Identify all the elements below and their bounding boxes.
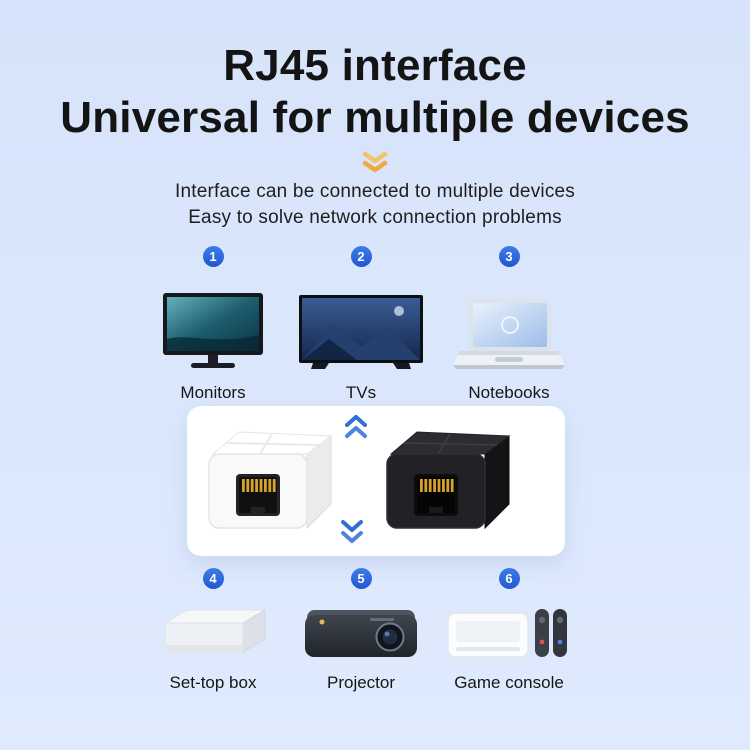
device-label-game-console: Game console	[454, 673, 564, 692]
white-rj45-coupler-illustration	[203, 424, 335, 541]
page-title: RJ45 interface	[223, 41, 527, 90]
monitor-illustration	[158, 275, 268, 373]
device-label-tvs: TVs	[345, 383, 377, 402]
device-label-monitors: Monitors	[180, 383, 246, 402]
number-badge-6: 6	[498, 568, 520, 589]
description-line-2: Easy to solve network connection problem…	[188, 207, 562, 228]
projector-illustration	[302, 597, 420, 663]
device-tvs: 2 TVs	[287, 246, 435, 403]
double-chevron-down-icon	[339, 517, 365, 550]
number-badge-3: 3	[498, 246, 520, 267]
number-badge-4: 4	[202, 568, 224, 589]
device-label-set-top-box: Set-top box	[169, 673, 257, 692]
device-notebooks: 3 Notebooks	[435, 246, 583, 403]
device-label-notebooks: Notebooks	[468, 383, 550, 402]
device-game-console: 6 Game console	[435, 568, 583, 693]
number-badge-5: 5	[350, 568, 372, 589]
number-badge-1: 1	[202, 246, 224, 267]
tv-illustration	[299, 275, 423, 373]
page-subtitle: Universal for multiple devices	[60, 93, 690, 142]
adapter-card	[187, 406, 565, 556]
double-chevron-down-icon	[0, 150, 750, 176]
black-rj45-coupler-illustration	[381, 424, 513, 541]
number-badge-2: 2	[350, 246, 372, 267]
devices-row-top: 1 Monitors 2	[0, 246, 736, 403]
device-projector: 5 Projector	[287, 568, 435, 693]
laptop-illustration	[453, 275, 565, 373]
double-chevron-up-icon	[343, 412, 369, 445]
game-console-illustration	[447, 597, 571, 663]
device-monitors: 1 Monitors	[139, 246, 287, 403]
device-label-projector: Projector	[326, 673, 396, 692]
devices-row-bottom: 4 Set-top box 5	[0, 568, 736, 693]
device-set-top-box: 4 Set-top box	[139, 568, 287, 693]
description-line-1: Interface can be connected to multiple d…	[175, 181, 575, 202]
set-top-box-illustration	[157, 597, 269, 663]
